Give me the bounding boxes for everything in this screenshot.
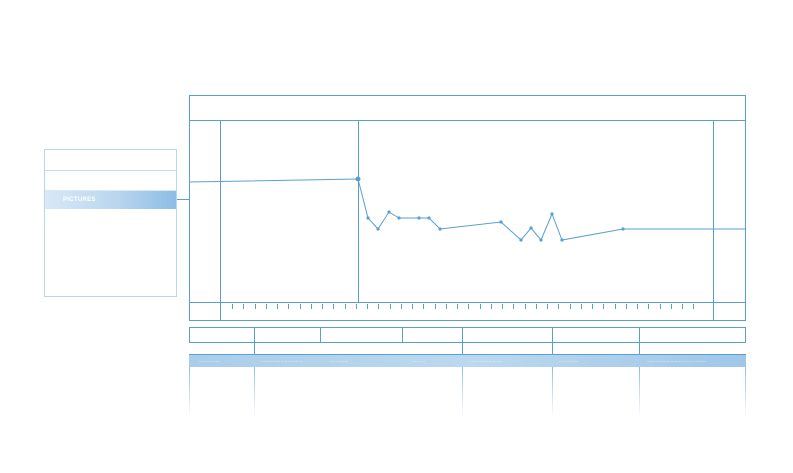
table-cell: .............. — [559, 358, 579, 364]
table-col-fade — [552, 367, 553, 417]
table-cell: ........................................… — [647, 358, 707, 364]
timeline-point[interactable] — [417, 216, 421, 220]
timeline-point[interactable] — [550, 212, 554, 216]
timeline-frame — [189, 95, 746, 321]
timeline-point[interactable] — [355, 176, 361, 182]
table-header-row — [189, 327, 746, 343]
timeline-point[interactable] — [397, 216, 401, 220]
table-col-fade — [639, 367, 640, 417]
timeline-point[interactable] — [438, 227, 442, 231]
timeline-point[interactable] — [519, 238, 523, 242]
timeline-point[interactable] — [539, 238, 543, 242]
table-cell: .............................. — [261, 358, 303, 364]
table-col-fade — [189, 367, 190, 417]
timeline-point[interactable] — [529, 226, 533, 230]
timeline-point[interactable] — [499, 220, 503, 224]
sidebar-panel: PICTURES — [44, 149, 177, 297]
sidebar-item-label: PICTURES — [63, 197, 96, 203]
table-cell: .............. — [329, 358, 349, 364]
table-cell: ........................ — [469, 358, 503, 364]
table-row-selected[interactable]: ............... ........................… — [189, 355, 746, 367]
sidebar-item-1[interactable] — [45, 150, 176, 171]
timeline-point[interactable] — [366, 216, 370, 220]
sidebar-item-2[interactable] — [45, 171, 176, 191]
table-cell: ............... — [199, 358, 220, 364]
sidebar-item-pictures[interactable]: PICTURES — [45, 191, 176, 209]
timeline-point[interactable] — [376, 227, 380, 231]
table-col-fade — [462, 367, 463, 417]
timeline-point[interactable] — [560, 238, 564, 242]
timeline-point[interactable] — [427, 216, 431, 220]
timeline-series-points — [355, 176, 625, 242]
table-col-fade — [745, 367, 746, 417]
table-col-fade — [254, 367, 255, 417]
table-cell: .......... — [411, 358, 425, 364]
timeline-point[interactable] — [387, 210, 391, 214]
timeline-ruler-ticks — [232, 304, 694, 309]
timeline-point[interactable] — [621, 227, 625, 231]
